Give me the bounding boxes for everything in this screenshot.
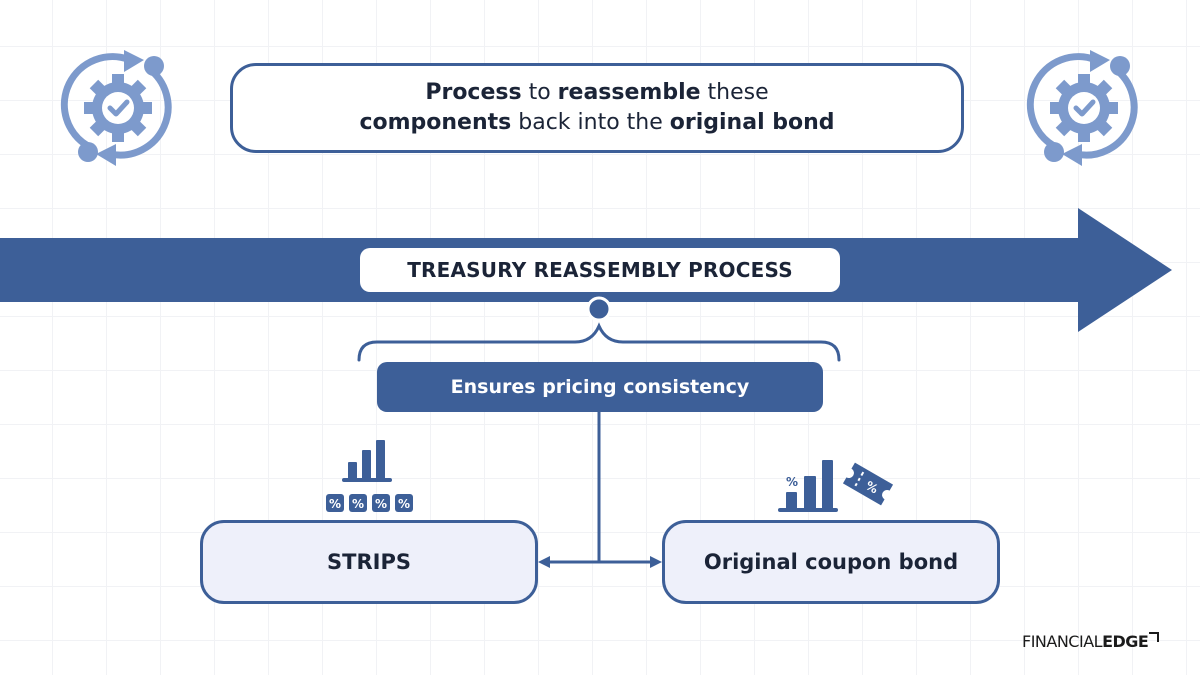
gear-cycle-check-icon (1024, 46, 1144, 166)
process-title: TREASURY REASSEMBLY PROCESS (360, 248, 840, 292)
headline-text: back into the (511, 110, 670, 135)
percent-tile: % (352, 497, 364, 511)
headline-text: to (521, 80, 558, 105)
headline-emphasis: Process (425, 80, 522, 105)
headline-line-2: components back into the original bond (359, 108, 834, 138)
arrowhead-right (650, 556, 662, 568)
node-original-coupon-bond: Original coupon bond (662, 520, 1000, 604)
bar-chart-coupon-icon: % % (778, 460, 894, 512)
logo-text-thin: FINANCIAL (1022, 632, 1103, 651)
headline-line-1: Process to reassemble these (425, 78, 768, 108)
bar-chart-percent-icon: % % % % (326, 440, 413, 512)
headline-text: these (700, 80, 769, 105)
percent-tile: % (375, 497, 387, 511)
headline-box: Process to reassemble these components b… (230, 63, 964, 153)
arrowhead-left (538, 556, 550, 568)
percent-tile: % (329, 497, 341, 511)
logo-corner-mark (1149, 632, 1160, 642)
financial-edge-logo: FINANCIAL EDGE (1022, 632, 1160, 651)
bar-percent-label: % (786, 475, 798, 489)
headline-emphasis: reassemble (557, 80, 701, 105)
node-strips: STRIPS (200, 520, 538, 604)
benefit-pill: Ensures pricing consistency (377, 362, 823, 412)
logo-text-bold: EDGE (1102, 632, 1149, 651)
headline-emphasis: original bond (669, 110, 835, 135)
headline-emphasis: components (359, 110, 512, 135)
percent-tile: % (398, 497, 410, 511)
gear-cycle-check-icon (58, 46, 178, 166)
